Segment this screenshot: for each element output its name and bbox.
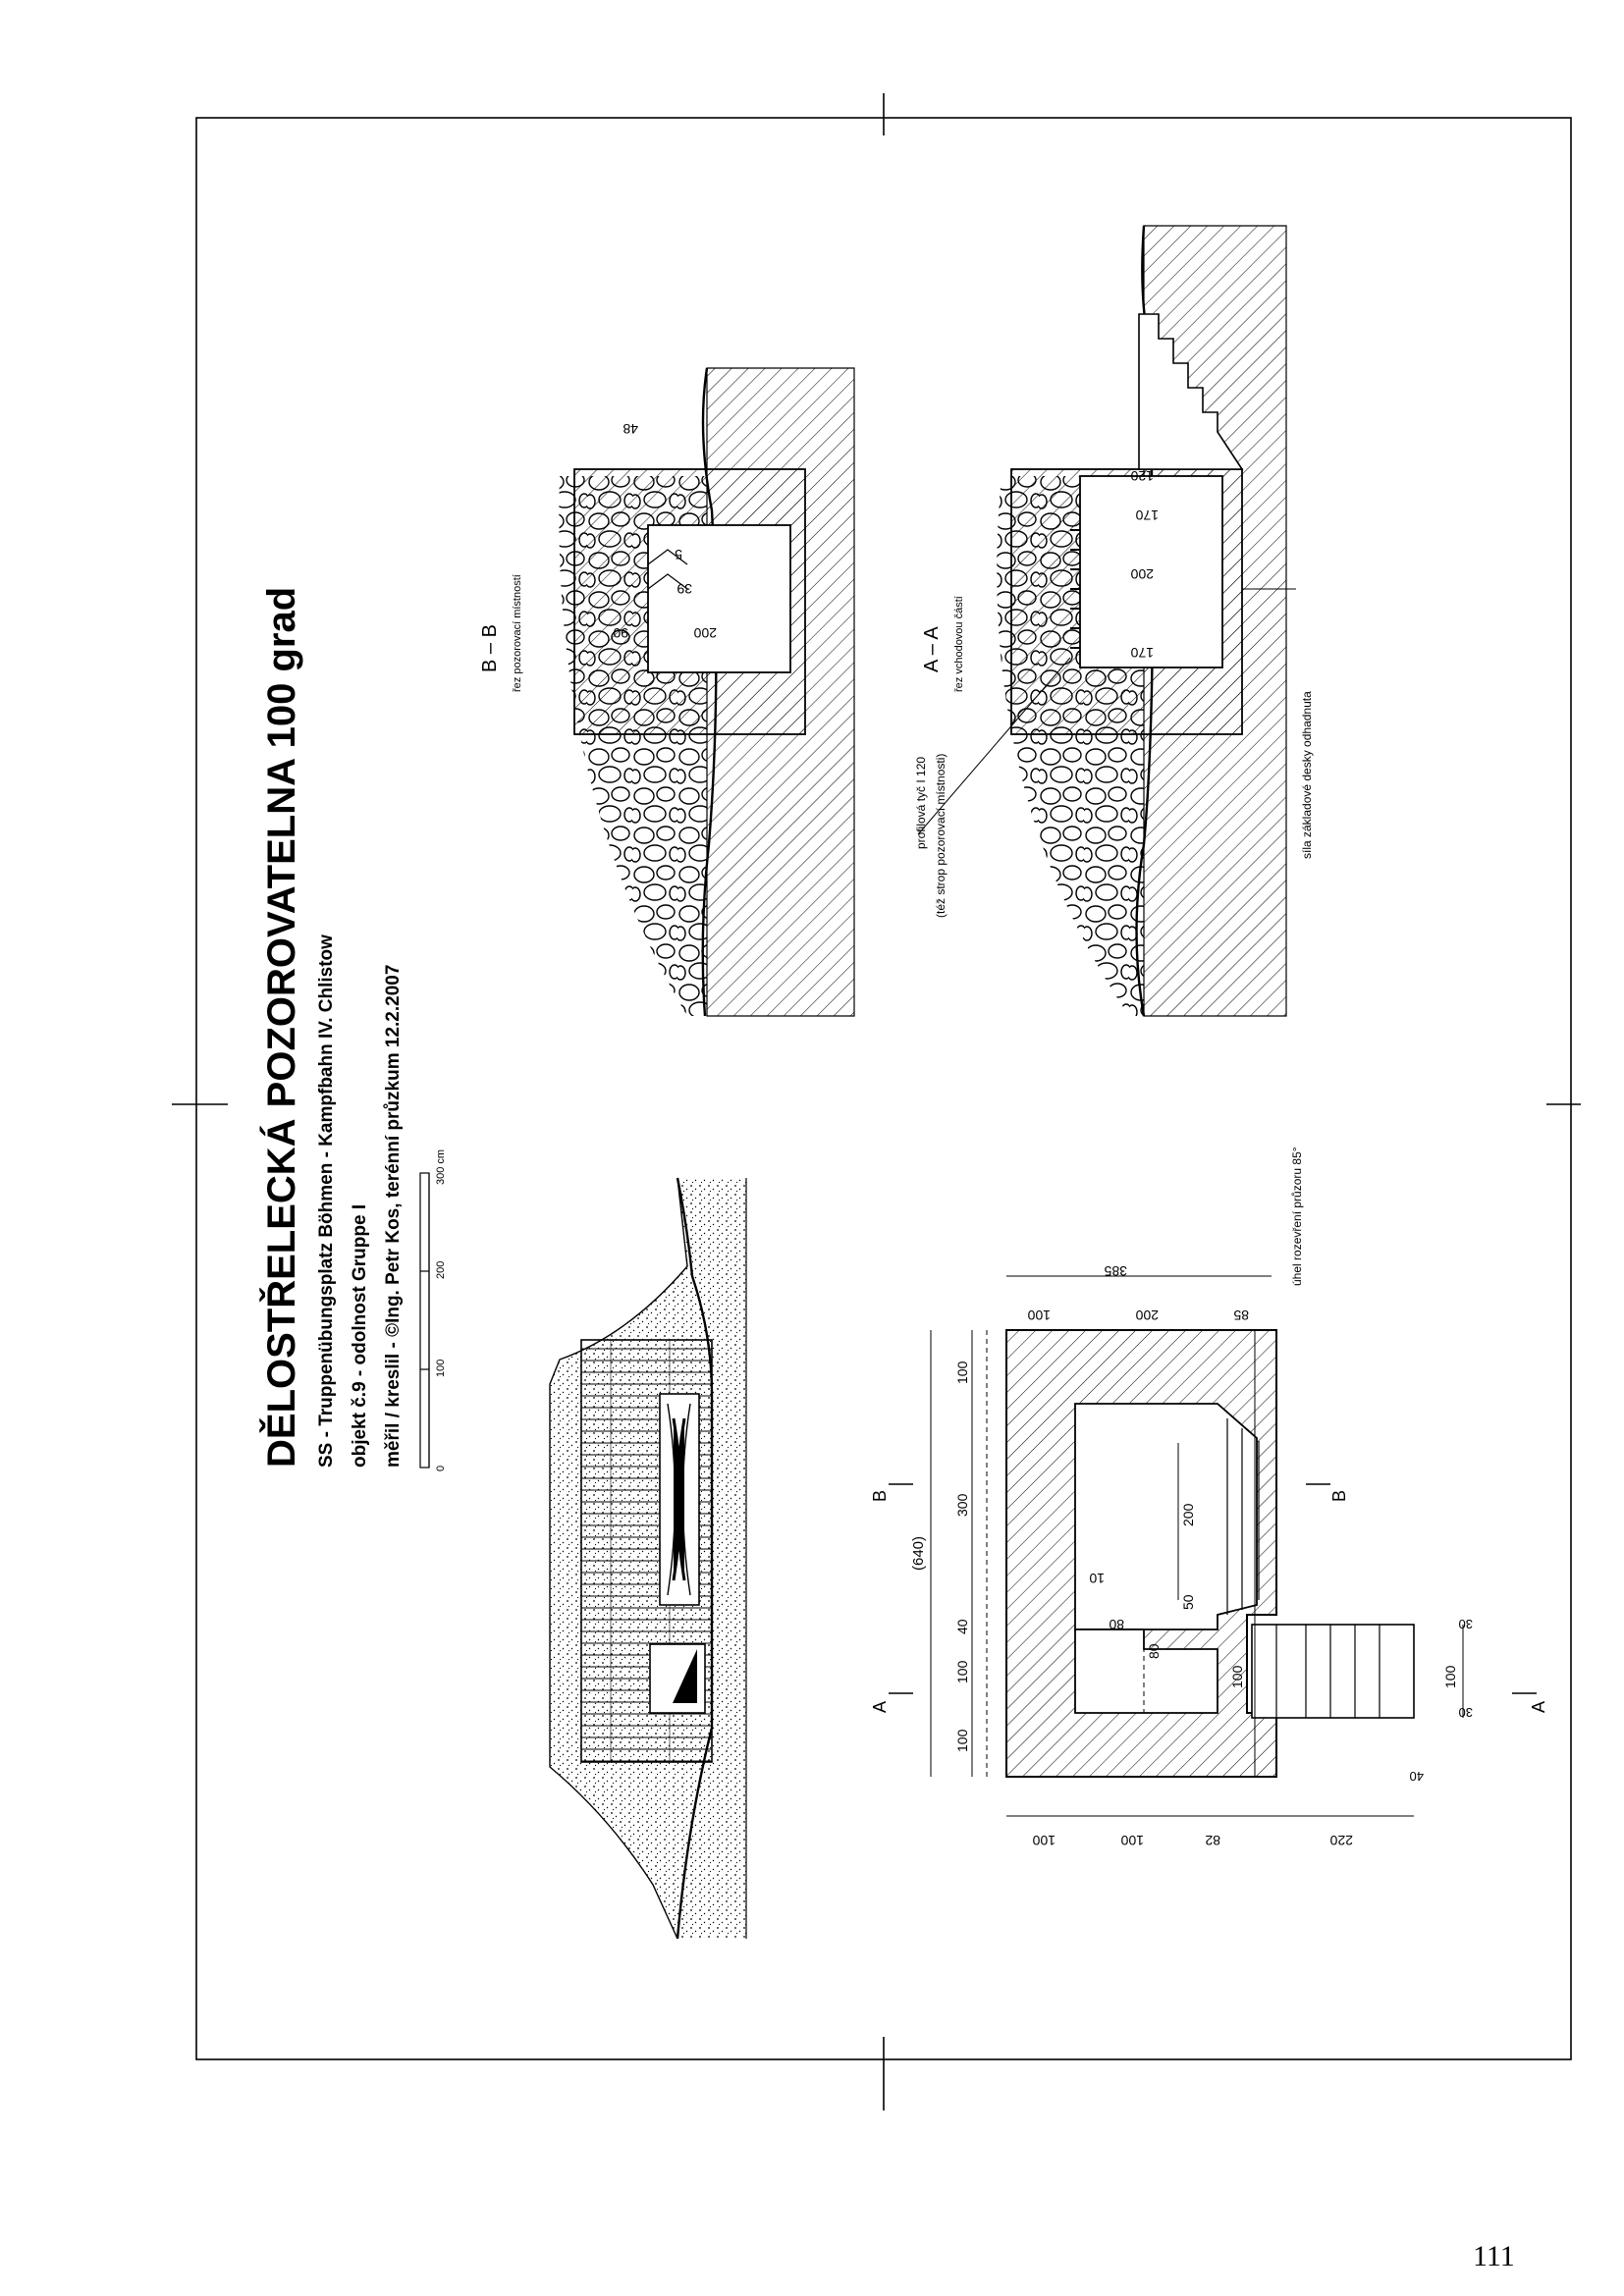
front-view — [549, 1177, 747, 1940]
bb-dim-39: 39 — [677, 581, 692, 597]
scale-bar: 0 100 200 300 cm — [419, 1149, 447, 1471]
plan-top-dim-2: 300 — [954, 1493, 970, 1517]
section-mark-a-left: A — [870, 1692, 913, 1713]
plan-right-dim-3: 85 — [1233, 1308, 1249, 1323]
bb-subtitle: řez pozorovací místností — [512, 574, 523, 692]
plan-left-dim-2: 100 — [1120, 1833, 1144, 1848]
scale-label-0: 0 — [435, 1466, 447, 1471]
aa-room — [1079, 475, 1223, 668]
aa-dim-2: 200 — [1130, 566, 1154, 582]
plan-stair-dim-1: 30 — [1459, 1617, 1473, 1631]
plan-top-dim-4: 100 — [954, 1660, 970, 1683]
plan-stair-dim-4: 40 — [1410, 1769, 1424, 1784]
section-aa: A – A řez vchodovou částí 170 200 170 12… — [914, 225, 1314, 1017]
plan-inner-dim-2: 50 — [1180, 1594, 1196, 1610]
bb-dim-48: 48 — [623, 421, 638, 437]
scale-label-300: 300 cm — [435, 1149, 447, 1185]
page-number: 111 — [1473, 2240, 1515, 2272]
plan-note: úhel rozevření průzoru 85° — [1290, 1147, 1304, 1286]
subtitle-line-2: objekt č.9 - odolnost Gruppe I — [350, 1204, 370, 1468]
observation-room — [1074, 1403, 1258, 1630]
bb-title: B – B — [479, 624, 501, 672]
plan-total-dim: (640) — [910, 1536, 927, 1571]
crop-marks — [172, 93, 1581, 2110]
plan-stair-dim-2: 100 — [1442, 1665, 1458, 1688]
plan-inner-dim-6: 100 — [1229, 1665, 1245, 1688]
scale-label-100: 100 — [435, 1360, 447, 1377]
plan-inner-dim-1: 200 — [1180, 1503, 1196, 1526]
plan-right-dim-1: 100 — [1027, 1308, 1051, 1323]
section-mark-b-left: B — [870, 1483, 913, 1502]
plan-top-dim-5: 100 — [954, 1729, 970, 1752]
aa-steel-beams — [1070, 529, 1080, 649]
aa-callout-beam: profilová tyč I 120 — [914, 757, 928, 849]
plan-inner-dim-3: 80 — [1146, 1643, 1162, 1659]
bb-dim-90: 90 — [613, 625, 628, 641]
subtitle-line-1: SS - Truppenübungsplatz Böhmen - Kampfba… — [316, 934, 337, 1468]
aa-title: A – A — [921, 626, 943, 672]
aa-dim-1: 170 — [1130, 645, 1154, 661]
plan-right-total: 385 — [1104, 1263, 1127, 1279]
bb-room — [647, 524, 791, 673]
title-block: DĚLOSTŘELECKÁ POZOROVATELNA 100 grad SS … — [258, 587, 447, 1471]
svg-text:B: B — [870, 1490, 890, 1502]
aa-dim-4: 120 — [1130, 468, 1154, 484]
section-mark-a-right: A — [1512, 1692, 1548, 1713]
aa-entrance-stairs — [1138, 313, 1244, 470]
subtitle-line-3: měřil / kreslil - ©Ing. Petr Kos, terénn… — [383, 965, 404, 1468]
plan-left-dim-3: 82 — [1205, 1833, 1220, 1848]
plan-right-dim-2: 200 — [1135, 1308, 1159, 1323]
section-mark-b-right: B — [1306, 1483, 1349, 1502]
plan-top-dim-3: 40 — [954, 1619, 970, 1634]
aa-dim-3: 170 — [1135, 507, 1159, 523]
plan-top-dim-1: 100 — [954, 1361, 970, 1384]
bb-dim-5: 5 — [675, 547, 682, 562]
plan-inner-dim-5: 80 — [1109, 1617, 1124, 1632]
aa-callout-slab: síla základové desky odhadnuta — [1300, 691, 1314, 859]
scale-label-200: 200 — [435, 1261, 447, 1279]
plan-view: (640) 100 300 40 100 100 385 100 200 85 … — [870, 1147, 1548, 1848]
svg-text:B: B — [1329, 1490, 1349, 1502]
aa-callout-ceiling: (též strop pozorovací místnosti) — [934, 754, 947, 918]
drawing-title: DĚLOSTŘELECKÁ POZOROVATELNA 100 grad — [258, 587, 303, 1468]
svg-text:A: A — [1529, 1701, 1548, 1713]
svg-text:A: A — [870, 1701, 890, 1713]
entrance-stairs — [1251, 1624, 1415, 1719]
bb-dim-200: 200 — [693, 625, 717, 641]
plan-left-dim-1: 100 — [1032, 1833, 1056, 1848]
plan-inner-dim-4: 10 — [1089, 1571, 1105, 1586]
plan-stair-dim-3: 30 — [1459, 1705, 1473, 1720]
aa-subtitle: řez vchodovou částí — [953, 596, 965, 692]
plan-left-dim-4: 220 — [1329, 1833, 1353, 1848]
section-bb: B – B řez pozorovací místností 200 39 5 … — [479, 367, 855, 1017]
